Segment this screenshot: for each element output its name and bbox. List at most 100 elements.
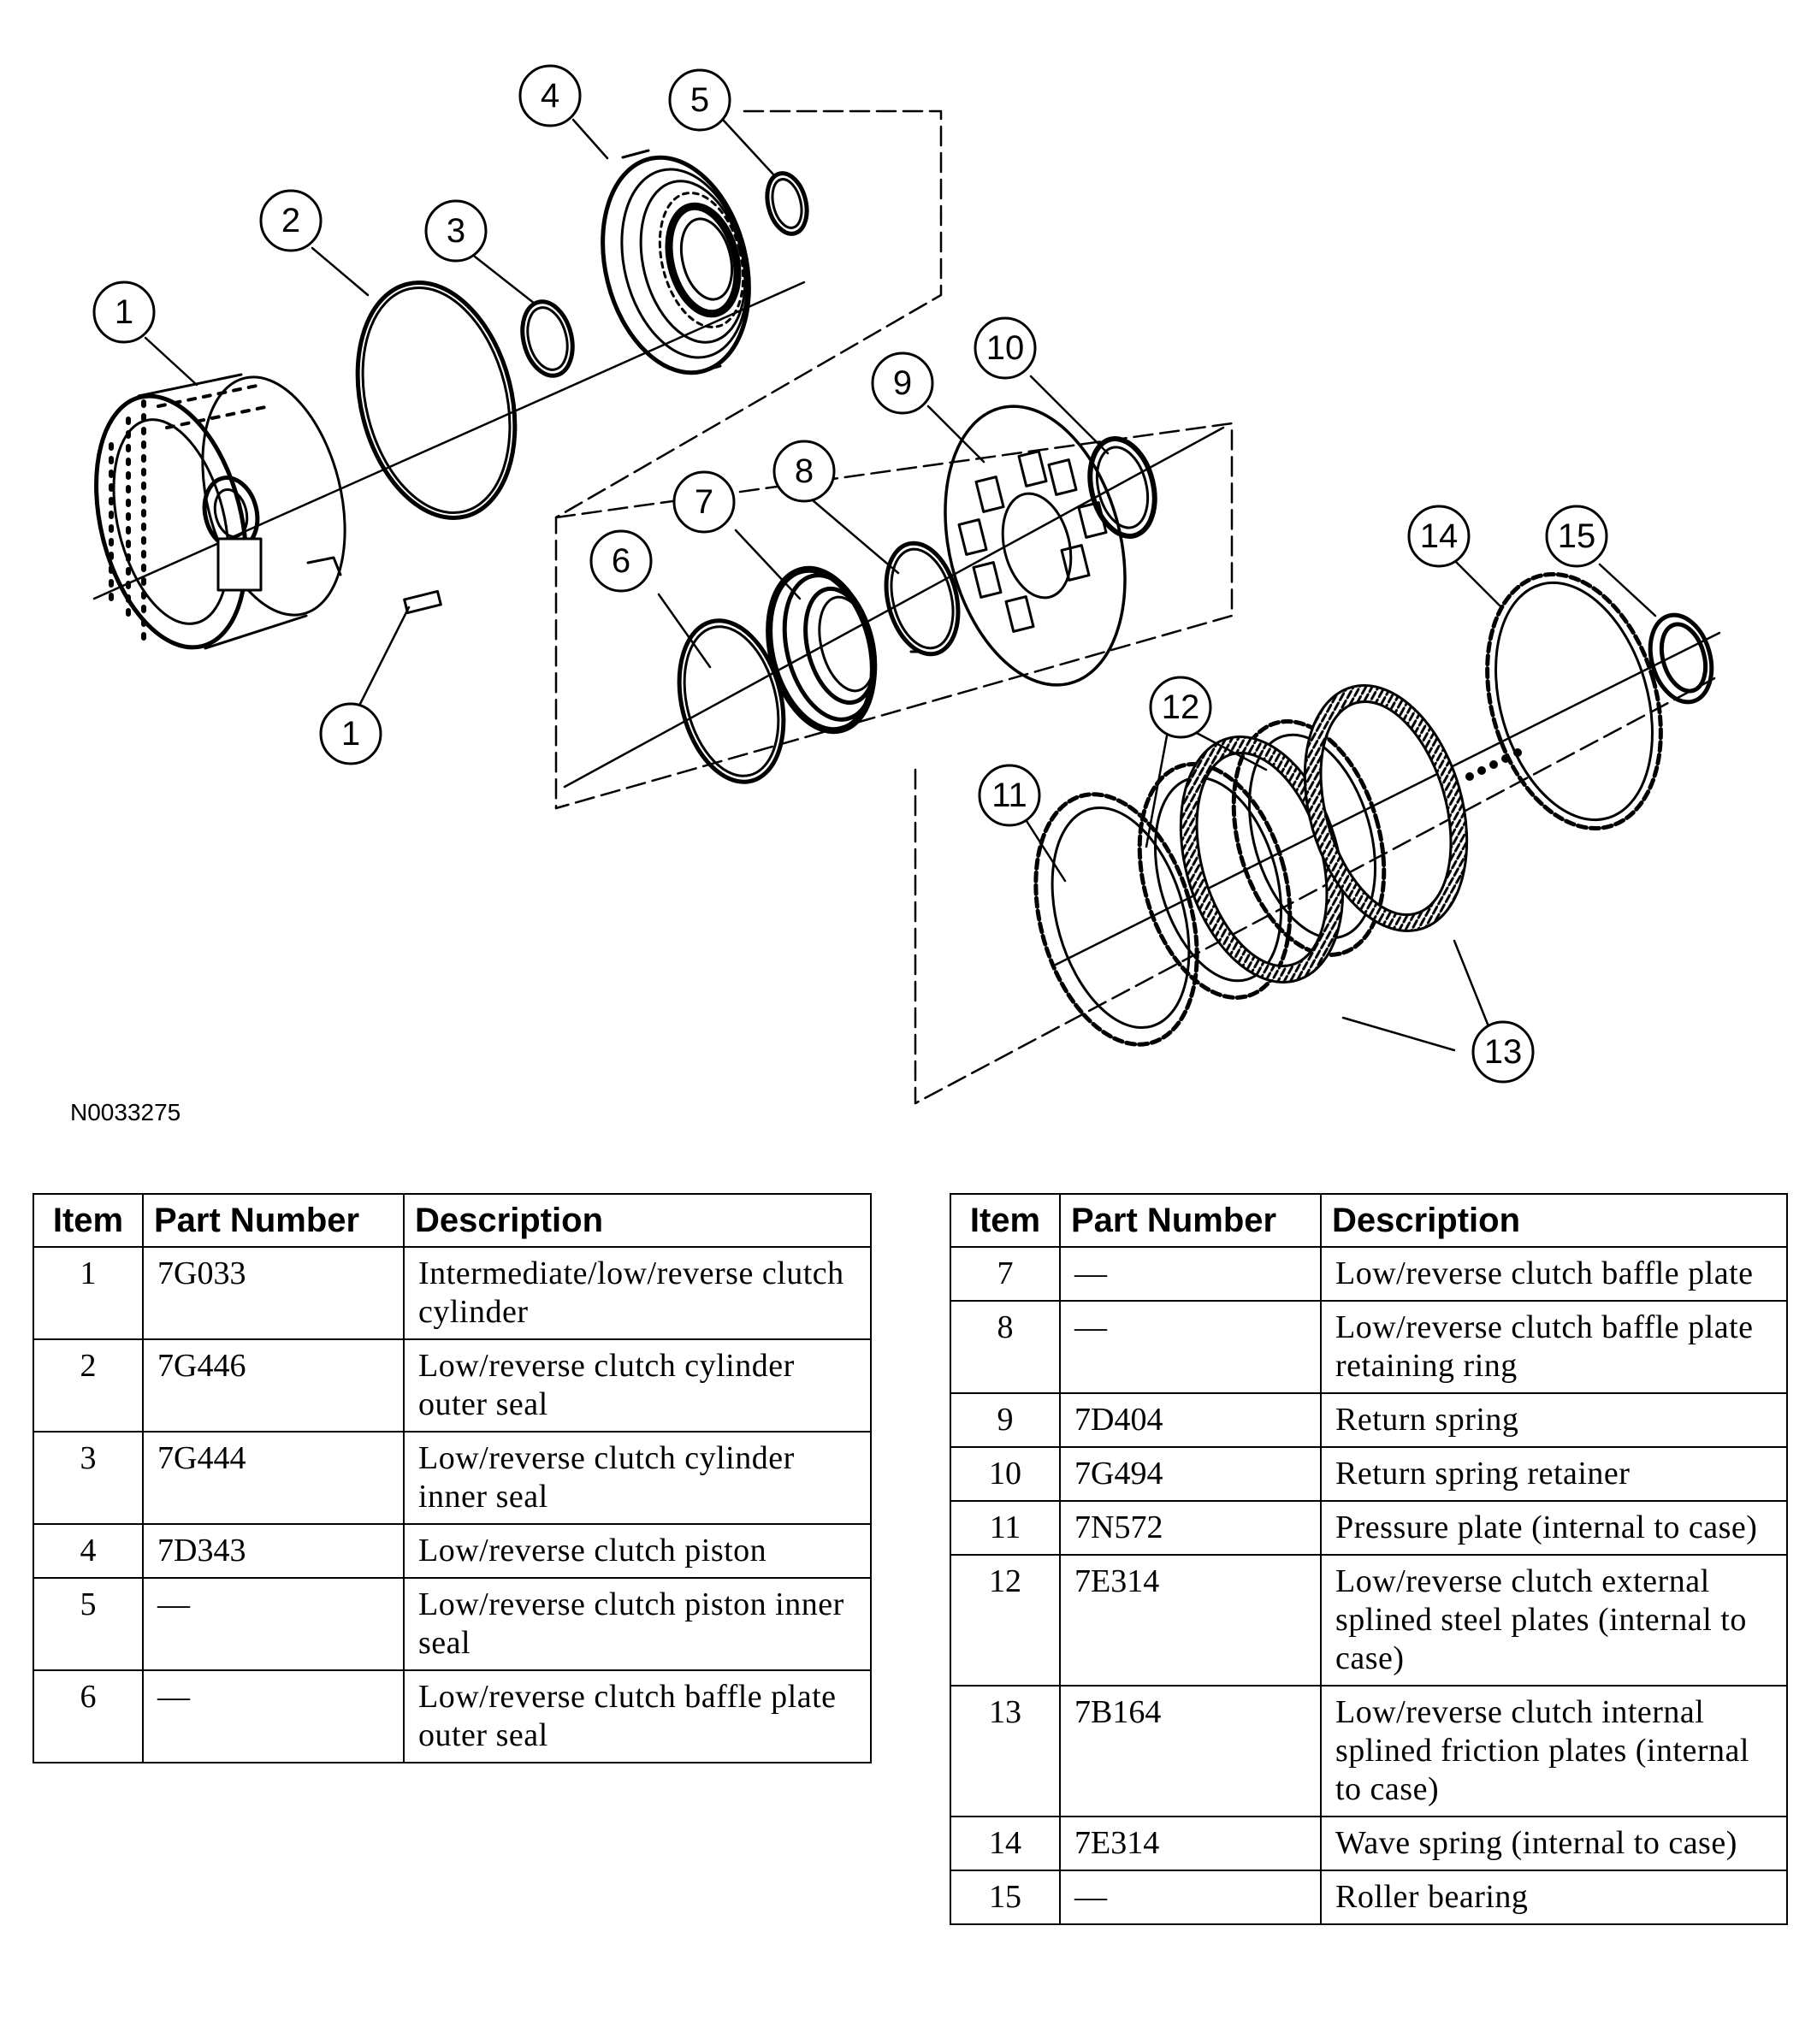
cell-item: 3 <box>33 1431 144 1525</box>
cell-part-number: 7N572 <box>1059 1500 1322 1556</box>
cell-item: 9 <box>950 1392 1061 1448</box>
svg-text:6: 6 <box>612 542 630 580</box>
cell-description: Wave spring (internal to case) <box>1320 1816 1788 1871</box>
callout-6: 6 <box>589 529 653 593</box>
cell-part-number: — <box>142 1577 405 1671</box>
header-description: Description <box>1320 1193 1788 1248</box>
cell-item: 10 <box>950 1446 1061 1502</box>
cell-description: Pressure plate (internal to case) <box>1320 1500 1788 1556</box>
cell-description: Low/reverse clutch piston <box>403 1523 872 1579</box>
svg-text:5: 5 <box>690 81 709 119</box>
cell-item: 6 <box>33 1669 144 1763</box>
svg-text:14: 14 <box>1420 517 1459 555</box>
table-row: 5—Low/reverse clutch piston inner seal <box>33 1577 872 1671</box>
svg-text:3: 3 <box>447 212 465 250</box>
cell-description: Low/reverse clutch baffle plate <box>1320 1246 1788 1302</box>
cell-part-number: 7G444 <box>142 1431 405 1525</box>
table-header-row: Item Part Number Description <box>33 1193 872 1248</box>
svg-text:2: 2 <box>281 202 300 239</box>
cell-description: Low/reverse clutch external splined stee… <box>1320 1554 1788 1687</box>
cell-item: 14 <box>950 1816 1061 1871</box>
cell-part-number: 7G494 <box>1059 1446 1322 1502</box>
callout-14: 14 <box>1407 505 1471 568</box>
piston-inner-seal-drawing <box>765 171 809 236</box>
header-part-number: Part Number <box>1059 1193 1322 1248</box>
cell-part-number: — <box>1059 1870 1322 1925</box>
table-row: 8—Low/reverse clutch baffle plate retain… <box>950 1300 1788 1394</box>
cell-description: Low/reverse clutch baffle plate outer se… <box>403 1669 872 1763</box>
cell-part-number: 7G446 <box>142 1338 405 1433</box>
svg-text:9: 9 <box>893 364 912 402</box>
return-spring-drawing <box>944 405 1127 687</box>
cell-item: 5 <box>33 1577 144 1671</box>
table-row: 7—Low/reverse clutch baffle plate <box>950 1246 1788 1302</box>
table-row: 15—Roller bearing <box>950 1870 1788 1925</box>
header-item: Item <box>33 1193 144 1248</box>
clutch-cylinder-drawing <box>94 373 346 650</box>
svg-text:8: 8 <box>795 452 814 490</box>
callout-1-key: 1 <box>319 702 382 765</box>
piston-drawing <box>601 149 751 375</box>
pressure-plate-drawing <box>1033 792 1199 1047</box>
table-row: 6—Low/reverse clutch baffle plate outer … <box>33 1669 872 1763</box>
cell-description: Low/reverse clutch cylinder inner seal <box>403 1431 872 1525</box>
callout-5: 5 <box>668 68 731 132</box>
callout-11: 11 <box>978 764 1041 827</box>
header-item: Item <box>950 1193 1061 1248</box>
svg-text:1: 1 <box>115 293 133 331</box>
svg-text:1: 1 <box>341 715 360 753</box>
cell-part-number: 7B164 <box>1059 1685 1322 1817</box>
steel-plate-drawing-1 <box>1137 762 1293 1000</box>
callout-2: 2 <box>259 189 323 252</box>
cell-part-number: 7D404 <box>1059 1392 1322 1448</box>
header-part-number: Part Number <box>142 1193 405 1248</box>
cell-item: 1 <box>33 1246 144 1340</box>
cell-part-number: 7E314 <box>1059 1816 1322 1871</box>
callout-1: 1 <box>92 281 156 344</box>
inner-seal-drawing <box>520 299 575 378</box>
svg-text:10: 10 <box>986 329 1025 367</box>
cell-part-number: 7G033 <box>142 1246 405 1340</box>
cell-part-number: — <box>1059 1300 1322 1394</box>
cell-part-number: 7E314 <box>1059 1554 1322 1687</box>
cell-part-number: — <box>1059 1246 1322 1302</box>
callout-group: 1 2 3 4 5 1 6 7 8 9 10 11 12 13 14 15 <box>92 64 1608 1084</box>
figure-id: N0033275 <box>70 1099 181 1125</box>
wave-spring-drawing <box>1485 572 1663 830</box>
baffle-plate-drawing <box>766 565 878 735</box>
cell-item: 4 <box>33 1523 144 1579</box>
callout-8: 8 <box>772 440 836 503</box>
cell-part-number: — <box>142 1669 405 1763</box>
header-description: Description <box>403 1193 872 1248</box>
callout-15: 15 <box>1545 505 1608 568</box>
cell-description: Low/reverse clutch cylinder outer seal <box>403 1338 872 1433</box>
svg-text:13: 13 <box>1484 1033 1523 1071</box>
cell-item: 7 <box>950 1246 1061 1302</box>
callout-13: 13 <box>1471 1020 1535 1084</box>
table-header-row: Item Part Number Description <box>950 1193 1788 1248</box>
callout-7: 7 <box>672 470 736 534</box>
callout-10: 10 <box>974 316 1037 380</box>
cell-item: 12 <box>950 1554 1061 1687</box>
svg-text:4: 4 <box>541 77 559 115</box>
callout-3: 3 <box>424 199 488 263</box>
callout-4: 4 <box>518 64 582 127</box>
cell-description: Return spring <box>1320 1392 1788 1448</box>
parts-table-right: Item Part Number Description 7—Low/rever… <box>950 1193 1788 1925</box>
cell-item: 15 <box>950 1870 1061 1925</box>
svg-text:12: 12 <box>1162 688 1200 726</box>
cell-description: Roller bearing <box>1320 1870 1788 1925</box>
cell-description: Intermediate/low/reverse clutch cylinder <box>403 1246 872 1340</box>
cell-item: 11 <box>950 1500 1061 1556</box>
spring-retainer-drawing <box>1087 436 1157 539</box>
